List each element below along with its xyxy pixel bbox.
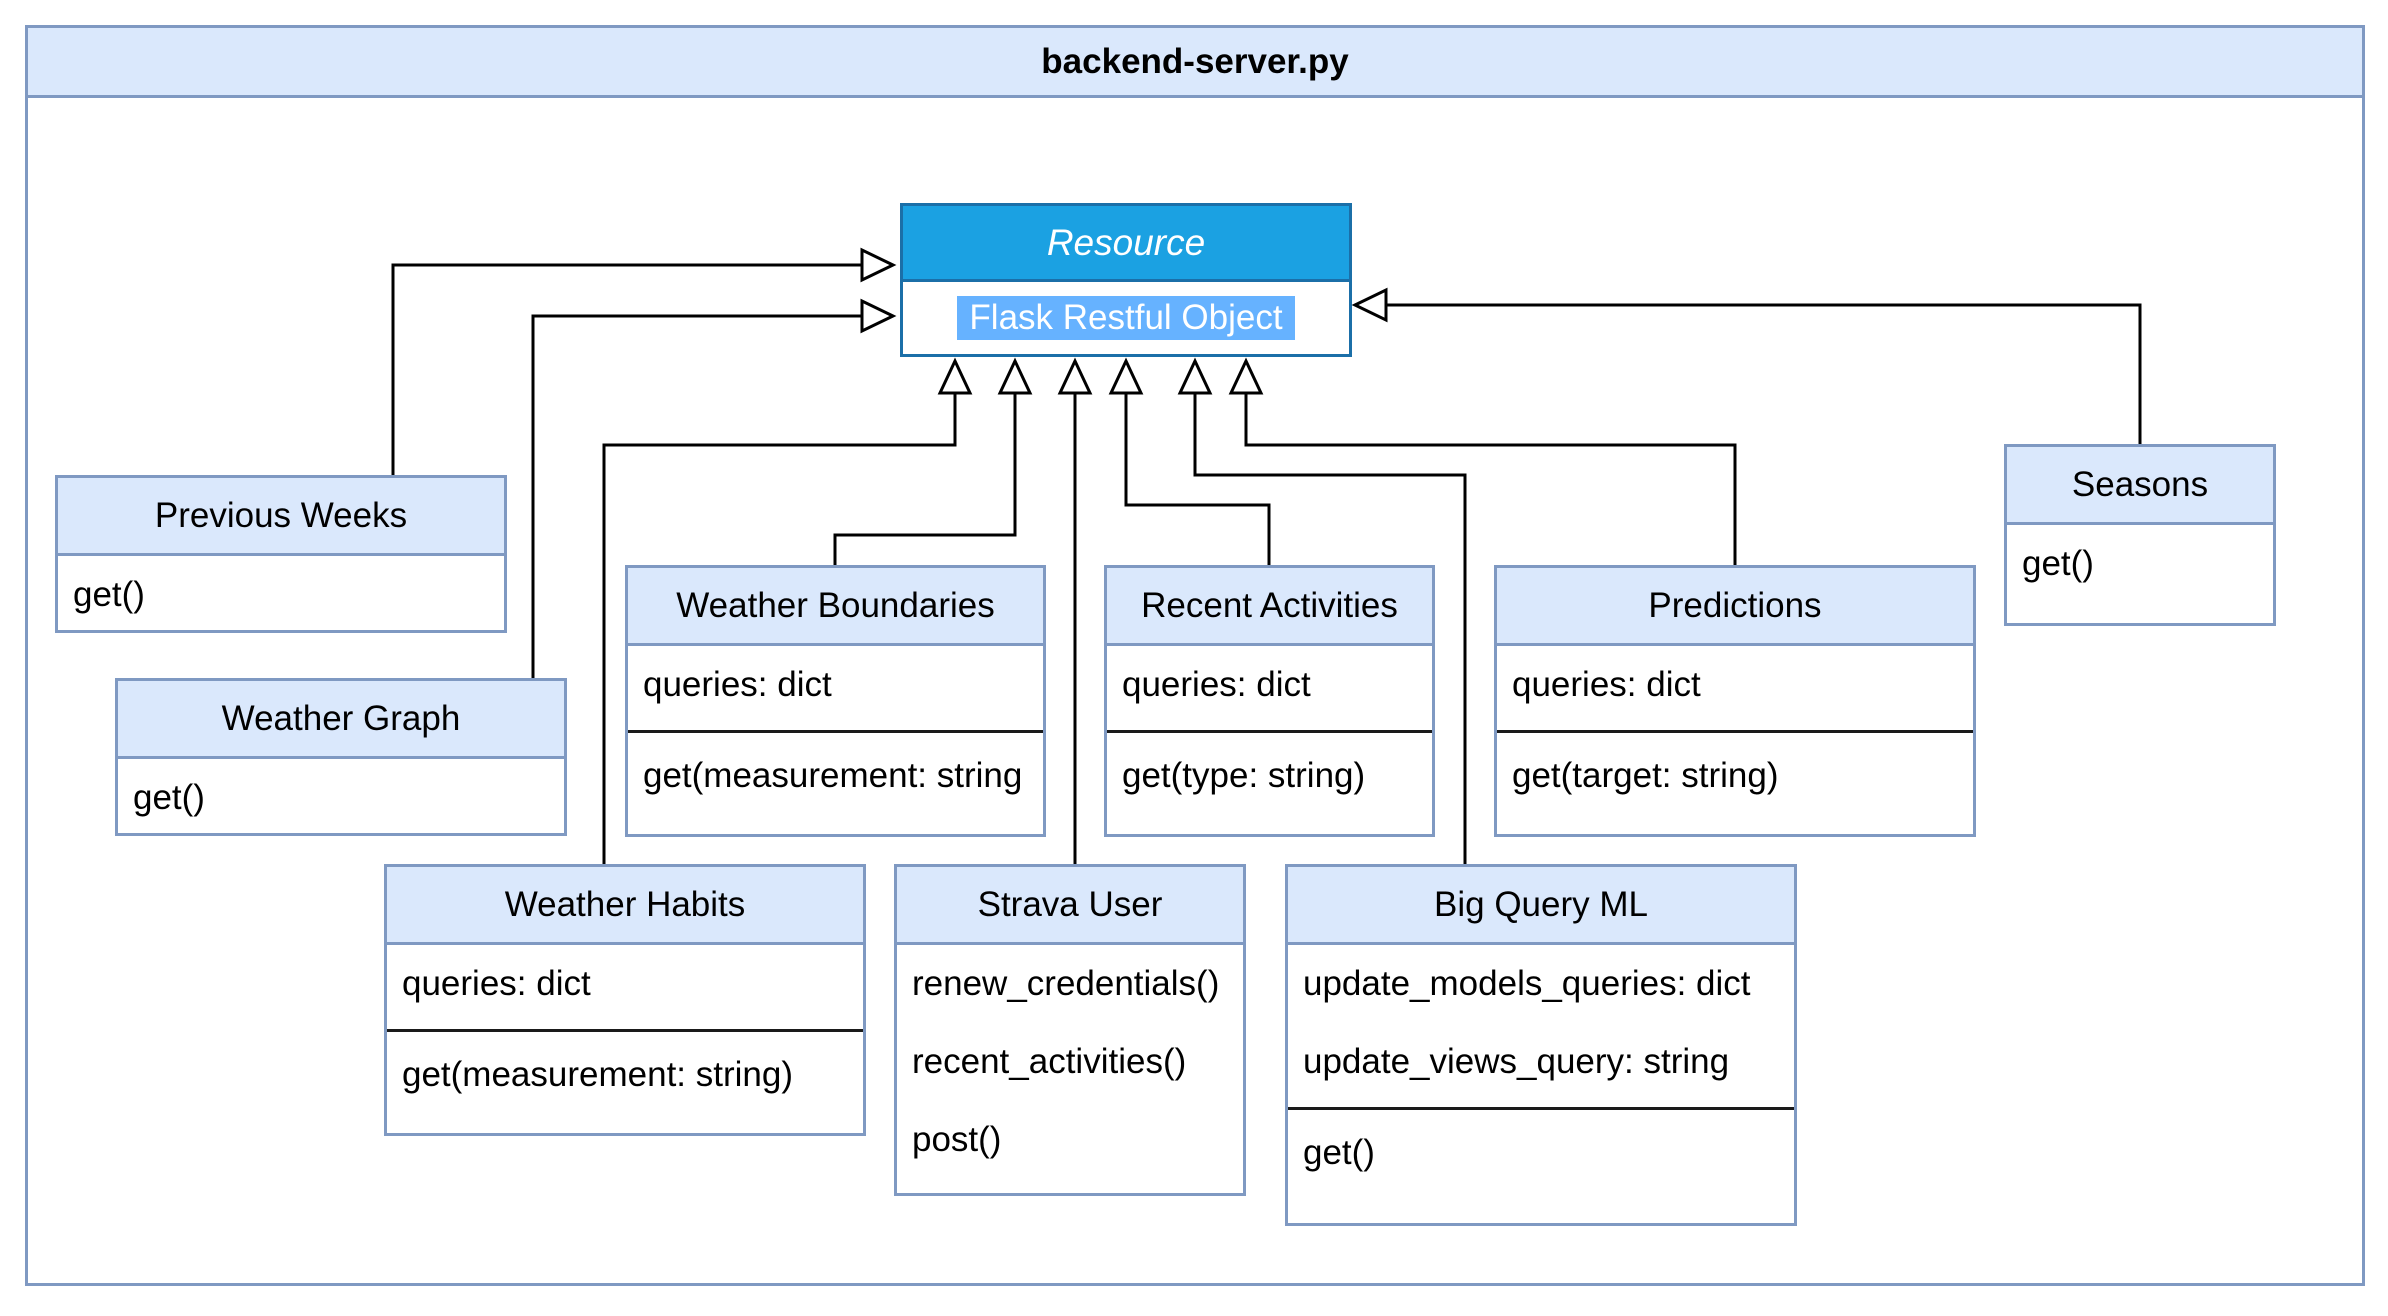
class-method: renew_credentials(): [912, 964, 1220, 1003]
class-name: Weather Graph: [118, 681, 564, 759]
compartment-divider: [1497, 730, 1973, 733]
inheritance-edge-recent-activities: [1124, 393, 1271, 565]
inheritance-arrowhead: [860, 247, 897, 283]
class-predictions[interactable]: Predictions queries: dict get(target: st…: [1494, 565, 1976, 837]
class-method: get(measurement: string: [643, 756, 1023, 795]
class-method: get(): [2022, 544, 2094, 583]
class-weather-boundaries[interactable]: Weather Boundaries queries: dict get(mea…: [625, 565, 1046, 837]
inheritance-arrowhead: [1228, 357, 1264, 395]
class-attribute: update_views_query: string: [1303, 1042, 1730, 1081]
inheritance-arrowhead: [1108, 357, 1144, 395]
inheritance-arrowhead: [997, 357, 1033, 395]
class-name: Weather Habits: [387, 867, 863, 945]
class-attribute: queries: dict: [643, 665, 832, 704]
class-attribute: queries: dict: [402, 964, 591, 1003]
inheritance-edge-previous-weeks: [391, 263, 862, 475]
class-method: get(target: string): [1512, 756, 1779, 795]
inheritance-edge-seasons: [1386, 303, 2142, 444]
compartment-divider: [387, 1029, 863, 1032]
class-method: post(): [912, 1120, 1002, 1159]
resource-class-name: Resource: [903, 206, 1349, 282]
inheritance-edge-weather-habits: [602, 393, 957, 864]
class-weather-graph[interactable]: Weather Graph get(): [115, 678, 567, 836]
class-method: get(): [1303, 1133, 1375, 1172]
inheritance-edge-weather-boundaries: [833, 393, 1017, 565]
inheritance-arrowhead: [860, 298, 897, 334]
inheritance-edge-predictions: [1244, 393, 1737, 565]
class-name: Previous Weeks: [58, 478, 504, 556]
class-method: get(): [73, 575, 145, 614]
class-attribute: queries: dict: [1122, 665, 1311, 704]
compartment-divider: [628, 730, 1043, 733]
inheritance-arrowhead: [937, 357, 973, 395]
inheritance-arrowhead: [1177, 357, 1213, 395]
class-method: get(type: string): [1122, 756, 1366, 795]
inheritance-edge-big-query-ml: [1193, 393, 1467, 864]
class-method: get(measurement: string): [402, 1055, 793, 1094]
class-previous-weeks[interactable]: Previous Weeks get(): [55, 475, 507, 633]
compartment-divider: [1288, 1107, 1794, 1110]
class-name: Seasons: [2007, 447, 2273, 525]
resource-class[interactable]: Resource Flask Restful Object: [900, 203, 1352, 357]
class-weather-habits[interactable]: Weather Habits queries: dict get(measure…: [384, 864, 866, 1136]
inheritance-arrowhead: [1351, 287, 1388, 323]
class-method: recent_activities(): [912, 1042, 1187, 1081]
class-method: get(): [133, 778, 205, 817]
resource-stereotype: Flask Restful Object: [957, 296, 1295, 340]
class-name: Predictions: [1497, 568, 1973, 646]
inheritance-arrowhead: [1057, 357, 1093, 395]
class-name: Recent Activities: [1107, 568, 1432, 646]
class-recent-activities[interactable]: Recent Activities queries: dict get(type…: [1104, 565, 1435, 837]
class-strava-user[interactable]: Strava User renew_credentials() recent_a…: [894, 864, 1246, 1196]
class-attribute: update_models_queries: dict: [1303, 964, 1751, 1003]
class-big-query-ml[interactable]: Big Query ML update_models_queries: dict…: [1285, 864, 1797, 1226]
compartment-divider: [1107, 730, 1432, 733]
class-name: Big Query ML: [1288, 867, 1794, 945]
class-name: Strava User: [897, 867, 1243, 945]
class-attribute: queries: dict: [1512, 665, 1701, 704]
class-name: Weather Boundaries: [628, 568, 1043, 646]
class-seasons[interactable]: Seasons get(): [2004, 444, 2276, 626]
inheritance-edge-weather-graph: [531, 314, 862, 678]
module-title: backend-server.py: [28, 28, 2362, 98]
